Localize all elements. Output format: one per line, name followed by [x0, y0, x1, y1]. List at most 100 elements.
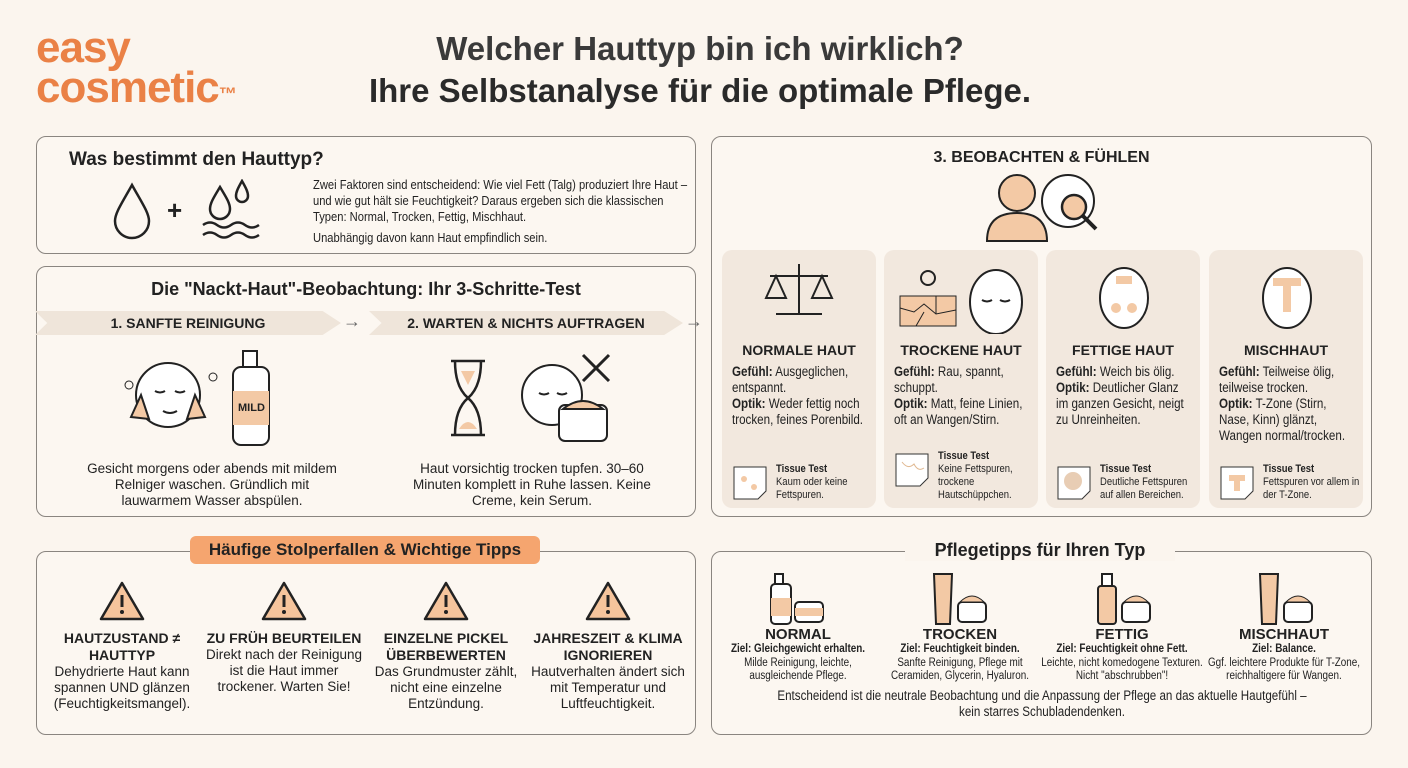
pitfall-title: EINZELNE PICKEL ÜBERBEWERTEN: [383, 630, 509, 663]
balance-scale-icon: [764, 264, 834, 315]
step-2-text: Haut vorsichtig trocken tupfen. 30–60 Mi…: [413, 461, 651, 508]
pitfall-text: Direkt nach der Reinigung ist die Haut i…: [205, 647, 363, 694]
care-goal: Ziel: Feuchtigkeit ohne Fett.: [1056, 643, 1188, 655]
tissue-icon: [1057, 466, 1091, 500]
arrow-icon: →: [685, 311, 703, 331]
logo-line1: easy: [36, 23, 131, 72]
type-description: Gefühl: Weich bis ölig.Optik: Deutlicher…: [1056, 364, 1194, 428]
care-type: NORMAL: [765, 626, 831, 643]
care-type: MISCHHAUT: [1239, 626, 1329, 643]
care-goal: Ziel: Feuchtigkeit binden.: [900, 643, 1020, 655]
arrow-icon: →: [343, 311, 361, 331]
step-2-label: 2. WARTEN & NICHTS AUFTRAGEN: [369, 311, 683, 335]
tissue-icon: [733, 466, 767, 500]
warning-icon: [585, 581, 631, 621]
type-name: FETTIGE HAUT: [1072, 342, 1174, 358]
factors-panel: Was bestimmt den Hauttyp? + Zwei Faktore…: [36, 136, 696, 254]
care-text: Sanfte Reinigung, Pflege mit Ceramiden, …: [891, 656, 1029, 683]
pitfall-text: Dehydrierte Haut kann spannen UND glänze…: [53, 664, 191, 711]
factors-text: Zwei Faktoren sind entscheidend: Wie vie…: [313, 177, 688, 224]
observe-heading: 3. BEOBACHTEN & FÜHLEN: [933, 149, 1150, 166]
tissue-icon: [895, 453, 929, 487]
pitfall-text: Hautverhalten ändert sich mit Temperatur…: [531, 664, 685, 711]
tube-cream-icon: [932, 573, 987, 625]
type-body: Gefühl: Teilweise ölig, teilweise trocke…: [1219, 364, 1360, 502]
feel-label: Gefühl:: [1219, 364, 1260, 379]
factors-text-group: Zwei Faktoren sind entscheidend: Wie vie…: [313, 177, 688, 246]
dry-skin-face-icon: [899, 269, 1023, 334]
warning-icon: [99, 581, 145, 621]
tissue-label: Tissue Test: [938, 450, 990, 462]
care-type: FETTIG: [1095, 626, 1149, 643]
feel-text: Ausgeglichen, entspannt.: [732, 364, 849, 395]
tissue-label: Tissue Test: [1263, 463, 1315, 475]
look-label: Optik:: [732, 396, 766, 411]
oily-face-icon: [1099, 267, 1149, 329]
look-label: Optik:: [1056, 380, 1090, 395]
look-label: Optik:: [1219, 396, 1253, 411]
type-name: NORMALE HAUT: [742, 342, 856, 358]
pitfall-title: HAUTZUSTAND ≠ HAUTTYP: [63, 630, 181, 663]
care-conclusion: Entscheidend ist die neutrale Beobachtun…: [776, 687, 1307, 719]
feel-label: Gefühl:: [732, 364, 773, 379]
type-description: Gefühl: Rau, spannt, schuppt.Optik: Matt…: [894, 364, 1032, 428]
oil-water-icon: [113, 179, 260, 240]
care-goal: Ziel: Balance.: [1252, 643, 1316, 655]
title-line2: Ihre Selbstanalyse für die optimale Pfle…: [368, 72, 1032, 109]
pitfalls-panel: [36, 551, 696, 735]
hourglass-face-cream-icon: [451, 353, 611, 442]
type-name: MISCHHAUT: [1244, 342, 1328, 358]
feel-text: Teilweise ölig, teilweise trocken.: [1219, 364, 1335, 395]
tissue-text: Deutliche Fettspuren auf allen Bereichen…: [1100, 476, 1188, 501]
person-magnifier-icon: [985, 174, 1098, 242]
skin-type-card-oily: FETTIGE HAUT Gefühl: Weich bis ölig.Opti…: [1046, 250, 1200, 508]
test-panel: Die "Nackt-Haut"-Beobachtung: Ihr 3-Schr…: [35, 266, 703, 517]
title-line1: Welcher Hauttyp bin ich wirklich?: [436, 30, 964, 67]
tissue-text: Fettspuren vor allem in der T-Zone.: [1263, 476, 1360, 501]
logo-tm: ™: [218, 84, 237, 104]
type-body: Gefühl: Rau, spannt, schuppt.Optik: Matt…: [894, 364, 1032, 502]
page-title: Welcher Hauttyp bin ich wirklich? Ihre S…: [300, 28, 1100, 112]
care-heading: Pflegetipps für Ihren Typ: [905, 540, 1175, 561]
skin-type-card-dry: TROCKENE HAUT Gefühl: Rau, spannt, schup…: [884, 250, 1038, 508]
type-body: Gefühl: Weich bis ölig.Optik: Deutlicher…: [1056, 364, 1194, 502]
care-text: Leichte, nicht komedogene Texturen. Nich…: [1041, 656, 1203, 683]
combination-face-icon: [1262, 267, 1312, 329]
type-name: TROCKENE HAUT: [900, 342, 1022, 358]
pitfall-title: ZU FRÜH BEURTEILEN: [206, 630, 362, 646]
warning-icon: [261, 581, 307, 621]
plus-sign: +: [167, 195, 183, 225]
care-text: Milde Reinigung, leichte, ausgleichende …: [744, 656, 852, 683]
tissue-icon: [1220, 466, 1254, 500]
look-text: T-Zone (Stirn, Nase, Kinn) glänzt, Wange…: [1219, 396, 1346, 443]
factors-heading: Was bestimmt den Hauttyp?: [69, 149, 324, 170]
look-label: Optik:: [894, 396, 928, 411]
factors-note: Unabhängig davon kann Haut empfindlich s…: [313, 230, 548, 245]
look-text: Deutlicher Glanz im ganzen Gesicht, neig…: [1056, 380, 1184, 427]
serum-cream-icon: [1097, 573, 1151, 625]
type-description: Gefühl: Teilweise ölig, teilweise trocke…: [1219, 364, 1357, 444]
pitfall-text: Das Grundmuster zählt, nicht eine einzel…: [374, 664, 518, 711]
type-body: Gefühl: Ausgeglichen, entspannt.Optik: W…: [732, 364, 870, 502]
bottle-label: MILD: [238, 402, 265, 414]
tissue-text: Keine Fettspuren, trockene Hautschüppche…: [938, 463, 1013, 501]
face-washing-icon: [124, 350, 270, 446]
cleanser-cream-icon: [770, 573, 824, 625]
logo-line2: cosmetic: [36, 63, 220, 112]
feel-label: Gefühl:: [1056, 364, 1097, 379]
brand-logo: easy cosmetic™: [36, 23, 237, 110]
step-1-label: 1. SANFTE REINIGUNG: [35, 311, 341, 335]
step-1-text: Gesicht morgens oder abends mit mildem R…: [87, 461, 337, 508]
